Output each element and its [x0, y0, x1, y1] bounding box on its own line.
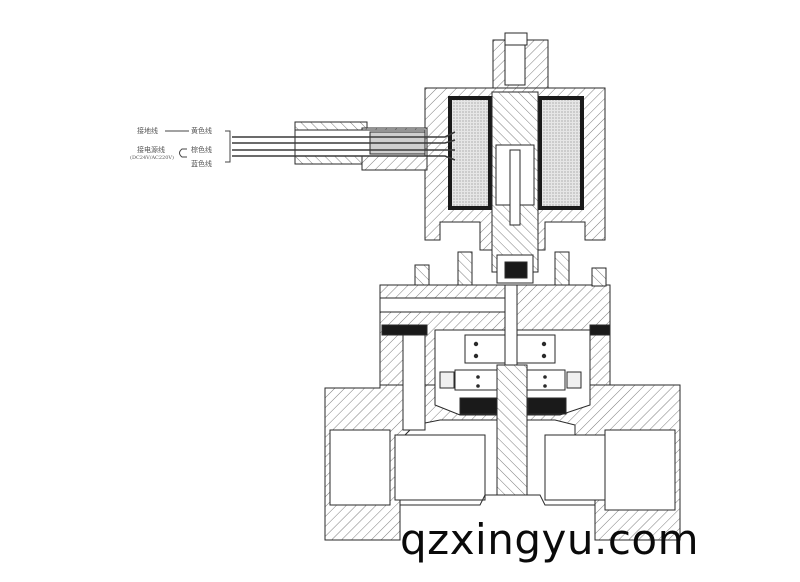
- piston-assembly: [439, 284, 582, 496]
- label-leaders: [165, 130, 231, 163]
- solenoid-head: [424, 32, 606, 284]
- power-spec-label: (DC24V/AC220V): [130, 155, 174, 161]
- bonnet-bolts: [414, 251, 607, 287]
- ground-wire-label: 接地线: [137, 127, 158, 135]
- power-wire-label: 接电源线: [137, 146, 165, 154]
- lead-wires: [232, 131, 456, 161]
- watermark-text: qzxingyu.com: [400, 515, 700, 564]
- brown-wire-label: 棕色线: [191, 146, 212, 154]
- cable-gland: [294, 121, 428, 171]
- yellow-wire-label: 黄色线: [191, 127, 212, 135]
- blue-wire-label: 蓝色线: [191, 160, 212, 168]
